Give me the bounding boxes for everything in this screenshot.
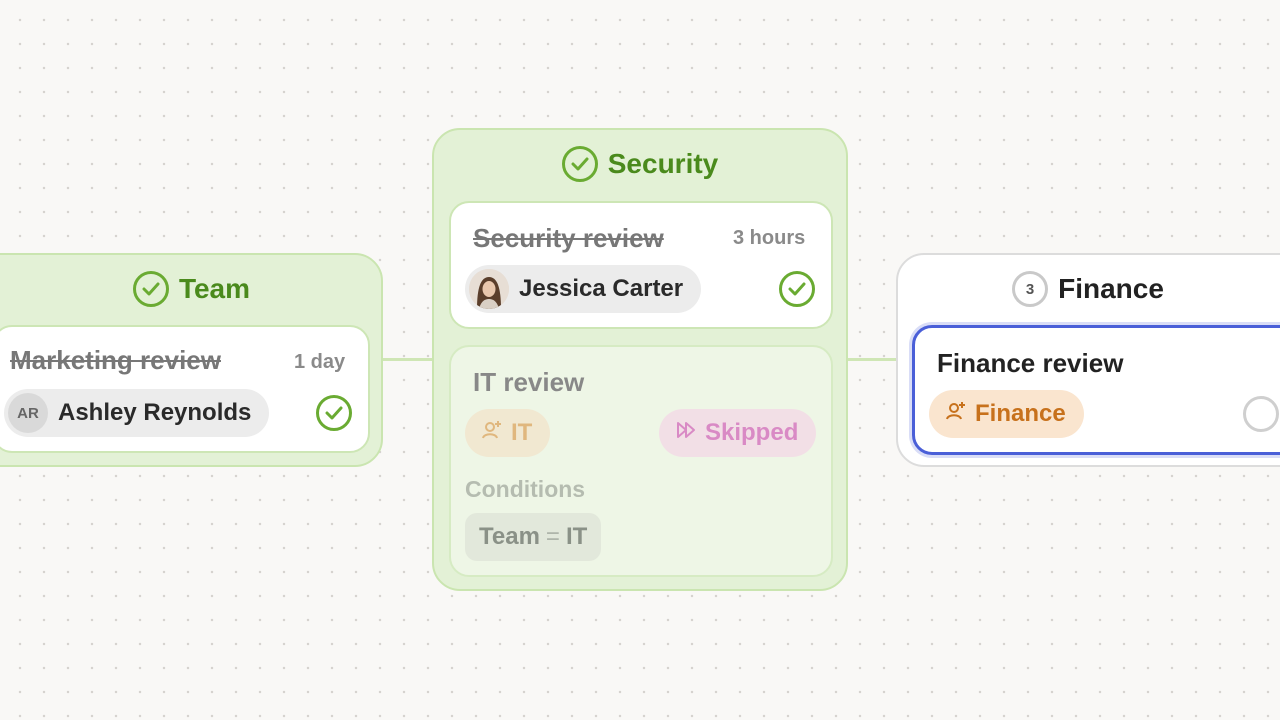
team-pill-label: IT (511, 419, 533, 446)
condition-operator: = (545, 523, 560, 550)
security-review-duration: 3 hours (733, 227, 806, 249)
marketing-review-title: Marketing review (10, 345, 221, 375)
skipped-label: Skipped (705, 419, 799, 446)
completed-check-icon (316, 395, 352, 431)
team-pill-finance[interactable]: Finance (929, 390, 1084, 438)
assignee-name: Ashley Reynolds (58, 399, 252, 426)
security-review-title: Security review (473, 223, 664, 253)
group-security[interactable]: Security Security review 3 hours Jessica… (432, 128, 848, 591)
check-circle-icon (132, 271, 169, 307)
group-team-header: Team (2, 255, 381, 323)
team-pill-it[interactable]: IT (465, 409, 551, 457)
pending-status-icon[interactable] (1243, 396, 1279, 432)
assignee-chip[interactable]: Jessica Carter (465, 265, 702, 313)
group-finance[interactable]: 3 Finance Finance review Finance (896, 253, 1280, 467)
team-pill-label: Finance (975, 400, 1066, 427)
finance-review-card[interactable]: Finance review Finance (912, 325, 1280, 455)
fast-forward-icon (675, 419, 697, 448)
check-circle-icon (561, 146, 598, 182)
it-review-title: IT review (473, 367, 585, 397)
user-plus-icon (481, 419, 503, 448)
avatar: AR (8, 393, 48, 433)
group-team-title: Team (178, 273, 251, 304)
group-team[interactable]: Team Marketing review 1 day AR Ashley Re… (0, 253, 383, 467)
group-security-header: Security (434, 130, 846, 198)
completed-check-icon (779, 271, 815, 307)
user-plus-icon (945, 400, 967, 429)
step-number-badge: 3 (1012, 271, 1049, 307)
skipped-badge: Skipped (659, 409, 817, 457)
finance-review-title: Finance review (937, 348, 1124, 378)
condition-field: Team (479, 523, 540, 550)
security-review-card[interactable]: Security review 3 hours Jessica Carter (449, 201, 833, 329)
connector-team-security (382, 358, 434, 361)
connector-security-finance (846, 358, 898, 361)
assignee-name: Jessica Carter (519, 275, 684, 302)
condition-value: IT (565, 523, 588, 550)
group-security-title: Security (607, 148, 719, 179)
avatar (469, 269, 509, 309)
marketing-review-card[interactable]: Marketing review 1 day AR Ashley Reynold… (0, 325, 370, 453)
condition-chip[interactable]: Team = IT (465, 513, 602, 561)
marketing-review-duration: 1 day (294, 351, 346, 373)
conditions-label: Conditions (465, 476, 586, 502)
assignee-chip[interactable]: AR Ashley Reynolds (4, 389, 270, 437)
group-finance-title: Finance (1058, 273, 1164, 304)
group-finance-header: 3 Finance (898, 255, 1278, 323)
it-review-card[interactable]: IT review IT Skipped Conditions Team = I… (449, 345, 833, 577)
